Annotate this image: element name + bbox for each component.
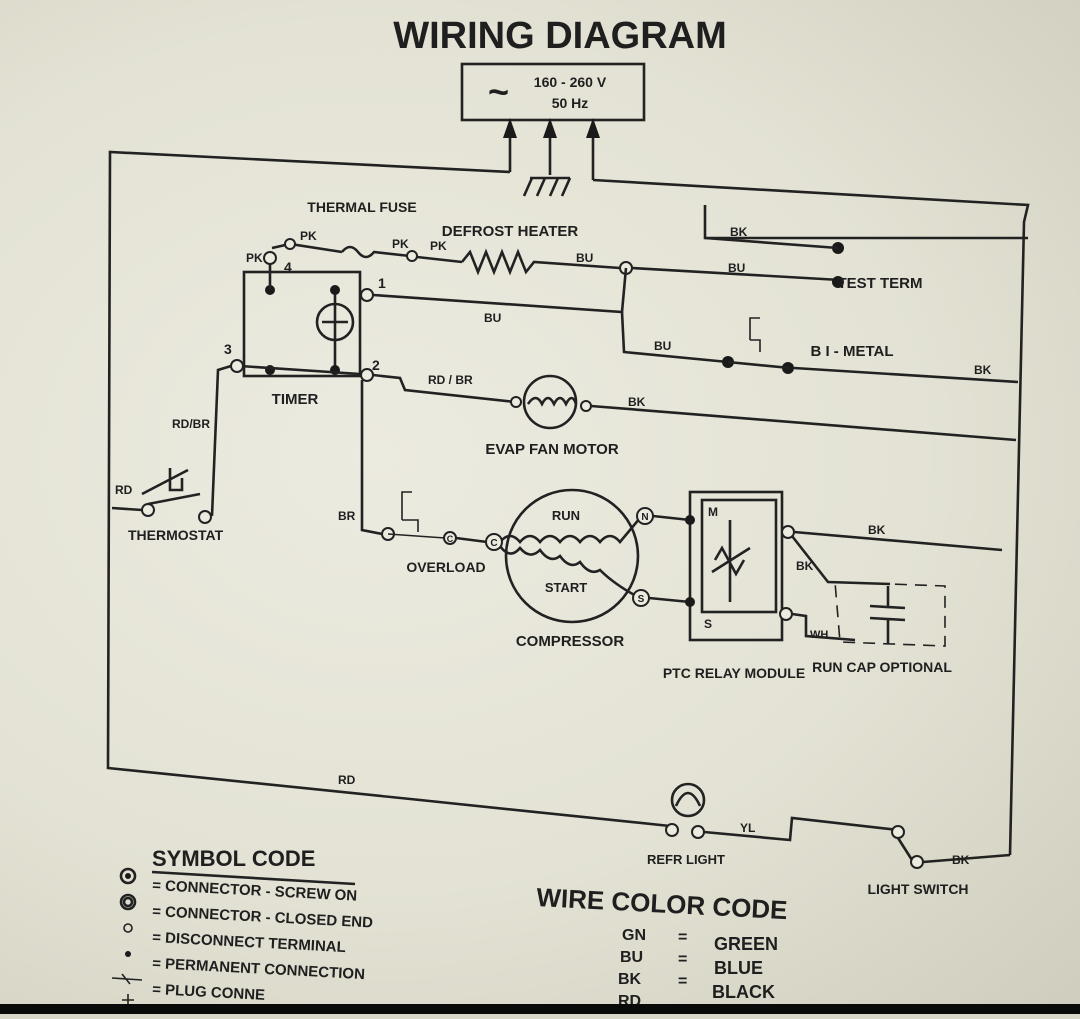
overload-label: OVERLOAD <box>406 559 485 575</box>
compressor-n-label: N <box>641 512 648 523</box>
bottom-bar <box>0 1004 1080 1014</box>
refr-light: REFR LIGHT <box>647 782 725 867</box>
wire-label-rd-br: RD/BR <box>172 417 210 431</box>
wire-label-bk: BK <box>868 523 886 537</box>
overload-c-label: C <box>447 534 454 544</box>
defrost-heater-label: DEFROST HEATER <box>442 223 579 240</box>
light-switch-label: LIGHT SWITCH <box>867 881 968 897</box>
wire-label-bu: BU <box>484 311 501 325</box>
wire-label-yl: YL <box>740 821 755 835</box>
color-code-bu: BU <box>620 949 643 966</box>
compressor: C N S RUN START COMPRESSOR <box>485 488 654 650</box>
color-name-blue: BLUE <box>714 958 763 978</box>
wire-label-bu: BU <box>728 261 745 275</box>
symbol-permanent: = PERMANENT CONNECTION <box>152 955 366 983</box>
thermal-fuse-icon <box>340 245 411 259</box>
color-code-eq: = <box>678 951 687 968</box>
terminal-2-label: 2 <box>372 357 380 373</box>
wire-color-code-title: WIRE COLOR CODE <box>536 882 789 925</box>
color-code-gn: GN <box>622 927 646 944</box>
symbol-code-legend: SYMBOL CODE = CONNECTOR - SCREW ON = CON… <box>111 846 374 1004</box>
wire-label-bk: BK <box>952 853 970 867</box>
run-label: RUN <box>552 508 580 523</box>
wire-label-rd-br: RD / BR <box>428 373 473 387</box>
wire-label-bk: BK <box>974 363 992 377</box>
run-cap: RUN CAP OPTIONAL <box>812 581 952 675</box>
color-code-eq: = <box>678 929 687 946</box>
wire-label-bk: BK <box>796 559 814 573</box>
wire-label-rd: RD <box>338 773 356 787</box>
plug-connector-icon <box>122 994 134 1004</box>
wire-label-pk: PK <box>246 251 263 265</box>
wire-color-code-legend: WIRE COLOR CODE GN = GREEN BU = BLUE BK … <box>536 882 789 1010</box>
wire-label-bu: BU <box>576 251 593 265</box>
bimetal-switch <box>722 317 794 374</box>
wire-label-bk: BK <box>730 225 748 239</box>
thermostat-label: THERMOSTAT <box>128 527 224 543</box>
ptc-relay-label: PTC RELAY MODULE <box>663 665 805 681</box>
power-frequency: 50 Hz <box>552 95 589 111</box>
evap-fan-motor <box>510 374 592 430</box>
wire-label-br: BR <box>338 509 356 523</box>
color-name-black: BLACK <box>712 982 775 1002</box>
wire-label-pk: PK <box>430 239 447 253</box>
start-label: START <box>545 580 587 595</box>
color-code-bk: BK <box>618 971 642 988</box>
symbol-code-title: SYMBOL CODE <box>152 846 315 871</box>
symbol-disconnect: = DISCONNECT TERMINAL <box>152 929 346 956</box>
thermostat <box>111 468 212 524</box>
color-name-green: GREEN <box>714 934 778 954</box>
ptc-m-label: M <box>708 505 718 519</box>
compressor-label: COMPRESSOR <box>516 633 625 650</box>
wire-label-pk: PK <box>392 237 409 251</box>
color-code-eq: = <box>678 973 687 990</box>
light-switch: LIGHT SWITCH <box>867 825 1011 897</box>
test-term-label: TEST TERM <box>838 275 923 292</box>
timer-label: TIMER <box>272 391 319 408</box>
wire-label-rd-left: RD <box>115 483 133 497</box>
power-supply: ~ 160 - 260 V 50 Hz <box>460 62 646 197</box>
compressor-c-label: C <box>490 538 497 549</box>
power-voltage: 160 - 260 V <box>534 74 607 90</box>
symbol-plug: = PLUG CONNE <box>152 981 266 1004</box>
terminal-1-label: 1 <box>378 275 386 291</box>
symbol-closed-end: = CONNECTOR - CLOSED END <box>152 903 374 932</box>
terminal-4-label: 4 <box>284 259 292 275</box>
ptc-s-label: S <box>704 617 712 631</box>
ground-icon <box>522 176 572 197</box>
refr-light-label: REFR LIGHT <box>647 852 725 867</box>
wire-label-bk: BK <box>628 395 646 409</box>
terminal-3-label: 3 <box>224 341 232 357</box>
wire-label-wh: WH <box>810 629 828 641</box>
wire-label-bu: BU <box>654 339 671 353</box>
compressor-s-label: S <box>638 594 645 605</box>
thermal-fuse-label: THERMAL FUSE <box>307 199 416 215</box>
ac-symbol: ~ <box>488 71 509 112</box>
defrost-heater-icon <box>460 248 621 276</box>
evap-fan-motor-label: EVAP FAN MOTOR <box>485 441 619 458</box>
diagram-title: WIRING DIAGRAM <box>393 15 727 57</box>
bimetal-label: B I - METAL <box>810 343 893 360</box>
timer: TIMER 1 2 3 4 <box>224 251 386 408</box>
run-cap-label: RUN CAP OPTIONAL <box>812 659 952 675</box>
wire-label-pk: PK <box>300 229 317 243</box>
